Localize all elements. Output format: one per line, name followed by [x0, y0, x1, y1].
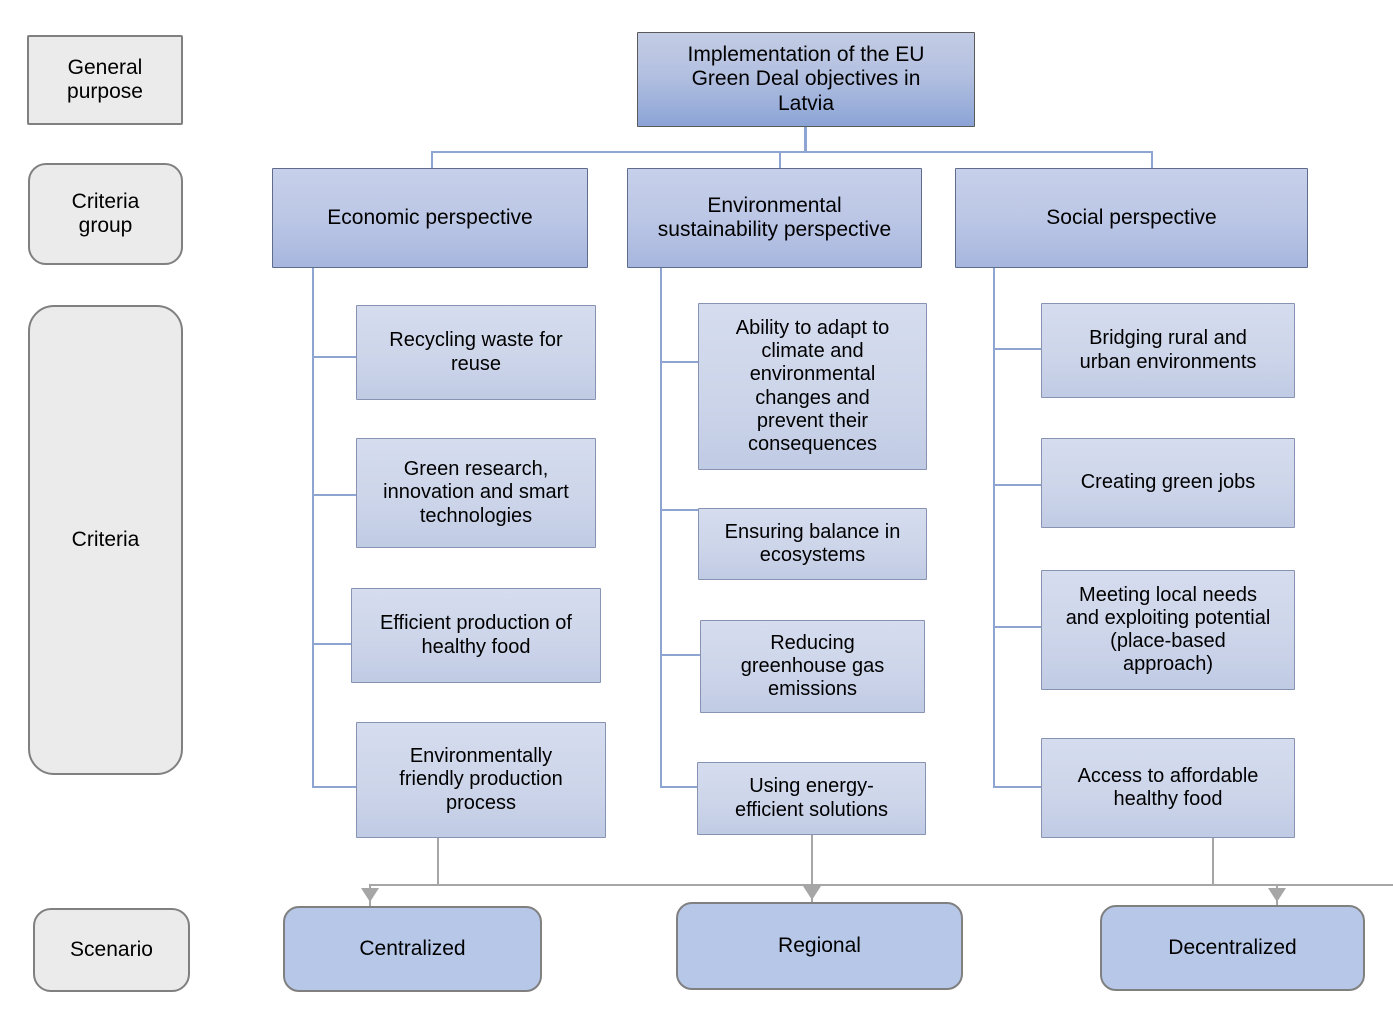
- connector-social-stub-3: [993, 626, 1043, 628]
- legend-scenario: Scenario: [33, 908, 190, 992]
- criterion-affordable-food-label: Access to affordable healthy food: [1077, 764, 1259, 810]
- legend-scenario-label: Scenario: [70, 937, 153, 961]
- scenario-node-decentralized-label: Decentralized: [1168, 935, 1297, 959]
- legend-general-purpose: General purpose: [27, 35, 183, 125]
- connector-environmental-stub-3: [660, 654, 700, 656]
- goal-node-label: Implementation of the EU Green Deal obje…: [687, 42, 925, 115]
- connector-environmental-trunk-4: [660, 268, 662, 788]
- criterion-reducing-ghg-label: Reducing greenhouse gas emissions: [740, 631, 885, 701]
- criterion-efficient-production-label: Efficient production of healthy food: [380, 612, 572, 658]
- criterion-ecosystem-balance-label: Ensuring balance in ecosystems: [724, 520, 901, 566]
- scenario-node-centralized-label: Centralized: [359, 936, 466, 960]
- connector-environmental-stub-1: [660, 361, 700, 363]
- criterion-friendly-production[interactable]: Environmentally friendly production proc…: [356, 722, 606, 838]
- connector-economic-trunk-4: [312, 268, 314, 788]
- group-node-social-label: Social perspective: [1046, 205, 1217, 229]
- criterion-recycling-waste[interactable]: Recycling waste for reuse: [356, 305, 596, 400]
- arrow-to-decentralized: [1268, 888, 1286, 902]
- connector-social-stub-1: [993, 348, 1043, 350]
- connector-social-trunk-4: [993, 268, 995, 788]
- legend-criteria-group-label: Criteria group: [71, 189, 140, 237]
- connector-economic-stub-1: [312, 356, 358, 358]
- criterion-adapt-climate[interactable]: Ability to adapt to climate and environm…: [698, 303, 927, 470]
- connector-goal-to-economic: [431, 151, 433, 168]
- connector-scenario-drop-environmental: [811, 835, 813, 886]
- connector-goal-to-environmental: [779, 151, 781, 168]
- criterion-green-jobs[interactable]: Creating green jobs: [1041, 438, 1295, 528]
- connector-goal-to-social: [1151, 151, 1153, 168]
- criterion-green-jobs-label: Creating green jobs: [1080, 471, 1256, 494]
- connector-economic-stub-4: [312, 786, 358, 788]
- connector-economic-stub-2: [312, 494, 358, 496]
- criterion-friendly-production-label: Environmentally friendly production proc…: [399, 745, 563, 814]
- arrow-to-regional: [803, 886, 821, 900]
- criterion-energy-efficient-label: Using energy- efficient solutions: [734, 775, 889, 821]
- criterion-reducing-ghg[interactable]: Reducing greenhouse gas emissions: [700, 620, 925, 713]
- connector-environmental-stub-4: [660, 786, 700, 788]
- group-node-economic-label: Economic perspective: [327, 205, 533, 229]
- connector-social-stub-4: [993, 786, 1043, 788]
- criterion-local-needs-label: Meeting local needs and exploiting poten…: [1065, 583, 1271, 676]
- scenario-node-decentralized[interactable]: Decentralized: [1100, 905, 1365, 991]
- connector-environmental-stub-2: [660, 509, 700, 511]
- goal-node[interactable]: Implementation of the EU Green Deal obje…: [637, 32, 975, 127]
- connector-scenario-drop-economic: [437, 838, 439, 886]
- criterion-efficient-production[interactable]: Efficient production of healthy food: [351, 588, 601, 683]
- scenario-node-regional-label: Regional: [778, 933, 861, 957]
- criterion-bridging-rural-urban[interactable]: Bridging rural and urban environments: [1041, 303, 1295, 398]
- connector-scenario-bus: [369, 884, 1393, 886]
- group-node-environmental[interactable]: Environmental sustainability perspective: [627, 168, 922, 268]
- connector-goal-stem: [804, 127, 807, 152]
- legend-criteria: Criteria: [28, 305, 183, 775]
- connector-economic-stub-3: [312, 643, 358, 645]
- connector-scenario-drop-social: [1212, 838, 1214, 886]
- criterion-affordable-food[interactable]: Access to affordable healthy food: [1041, 738, 1295, 838]
- scenario-node-regional[interactable]: Regional: [676, 902, 963, 990]
- criterion-bridging-rural-urban-label: Bridging rural and urban environments: [1079, 327, 1257, 373]
- group-node-social[interactable]: Social perspective: [955, 168, 1308, 268]
- legend-general-purpose-label: General purpose: [67, 55, 143, 103]
- criterion-energy-efficient[interactable]: Using energy- efficient solutions: [697, 762, 926, 835]
- criterion-adapt-climate-label: Ability to adapt to climate and environm…: [735, 316, 890, 455]
- criterion-ecosystem-balance[interactable]: Ensuring balance in ecosystems: [698, 508, 927, 580]
- connector-goal-bus: [431, 151, 1153, 153]
- connector-social-stub-2: [993, 484, 1043, 486]
- criterion-local-needs[interactable]: Meeting local needs and exploiting poten…: [1041, 570, 1295, 690]
- legend-criteria-label: Criteria: [71, 527, 140, 551]
- criterion-green-research[interactable]: Green research, innovation and smart tec…: [356, 438, 596, 548]
- criterion-green-research-label: Green research, innovation and smart tec…: [383, 458, 569, 527]
- arrow-to-centralized: [361, 888, 379, 902]
- group-node-environmental-label: Environmental sustainability perspective: [657, 193, 892, 241]
- legend-criteria-group: Criteria group: [28, 163, 183, 265]
- group-node-economic[interactable]: Economic perspective: [272, 168, 588, 268]
- criterion-recycling-waste-label: Recycling waste for reuse: [389, 329, 563, 375]
- scenario-node-centralized[interactable]: Centralized: [283, 906, 542, 992]
